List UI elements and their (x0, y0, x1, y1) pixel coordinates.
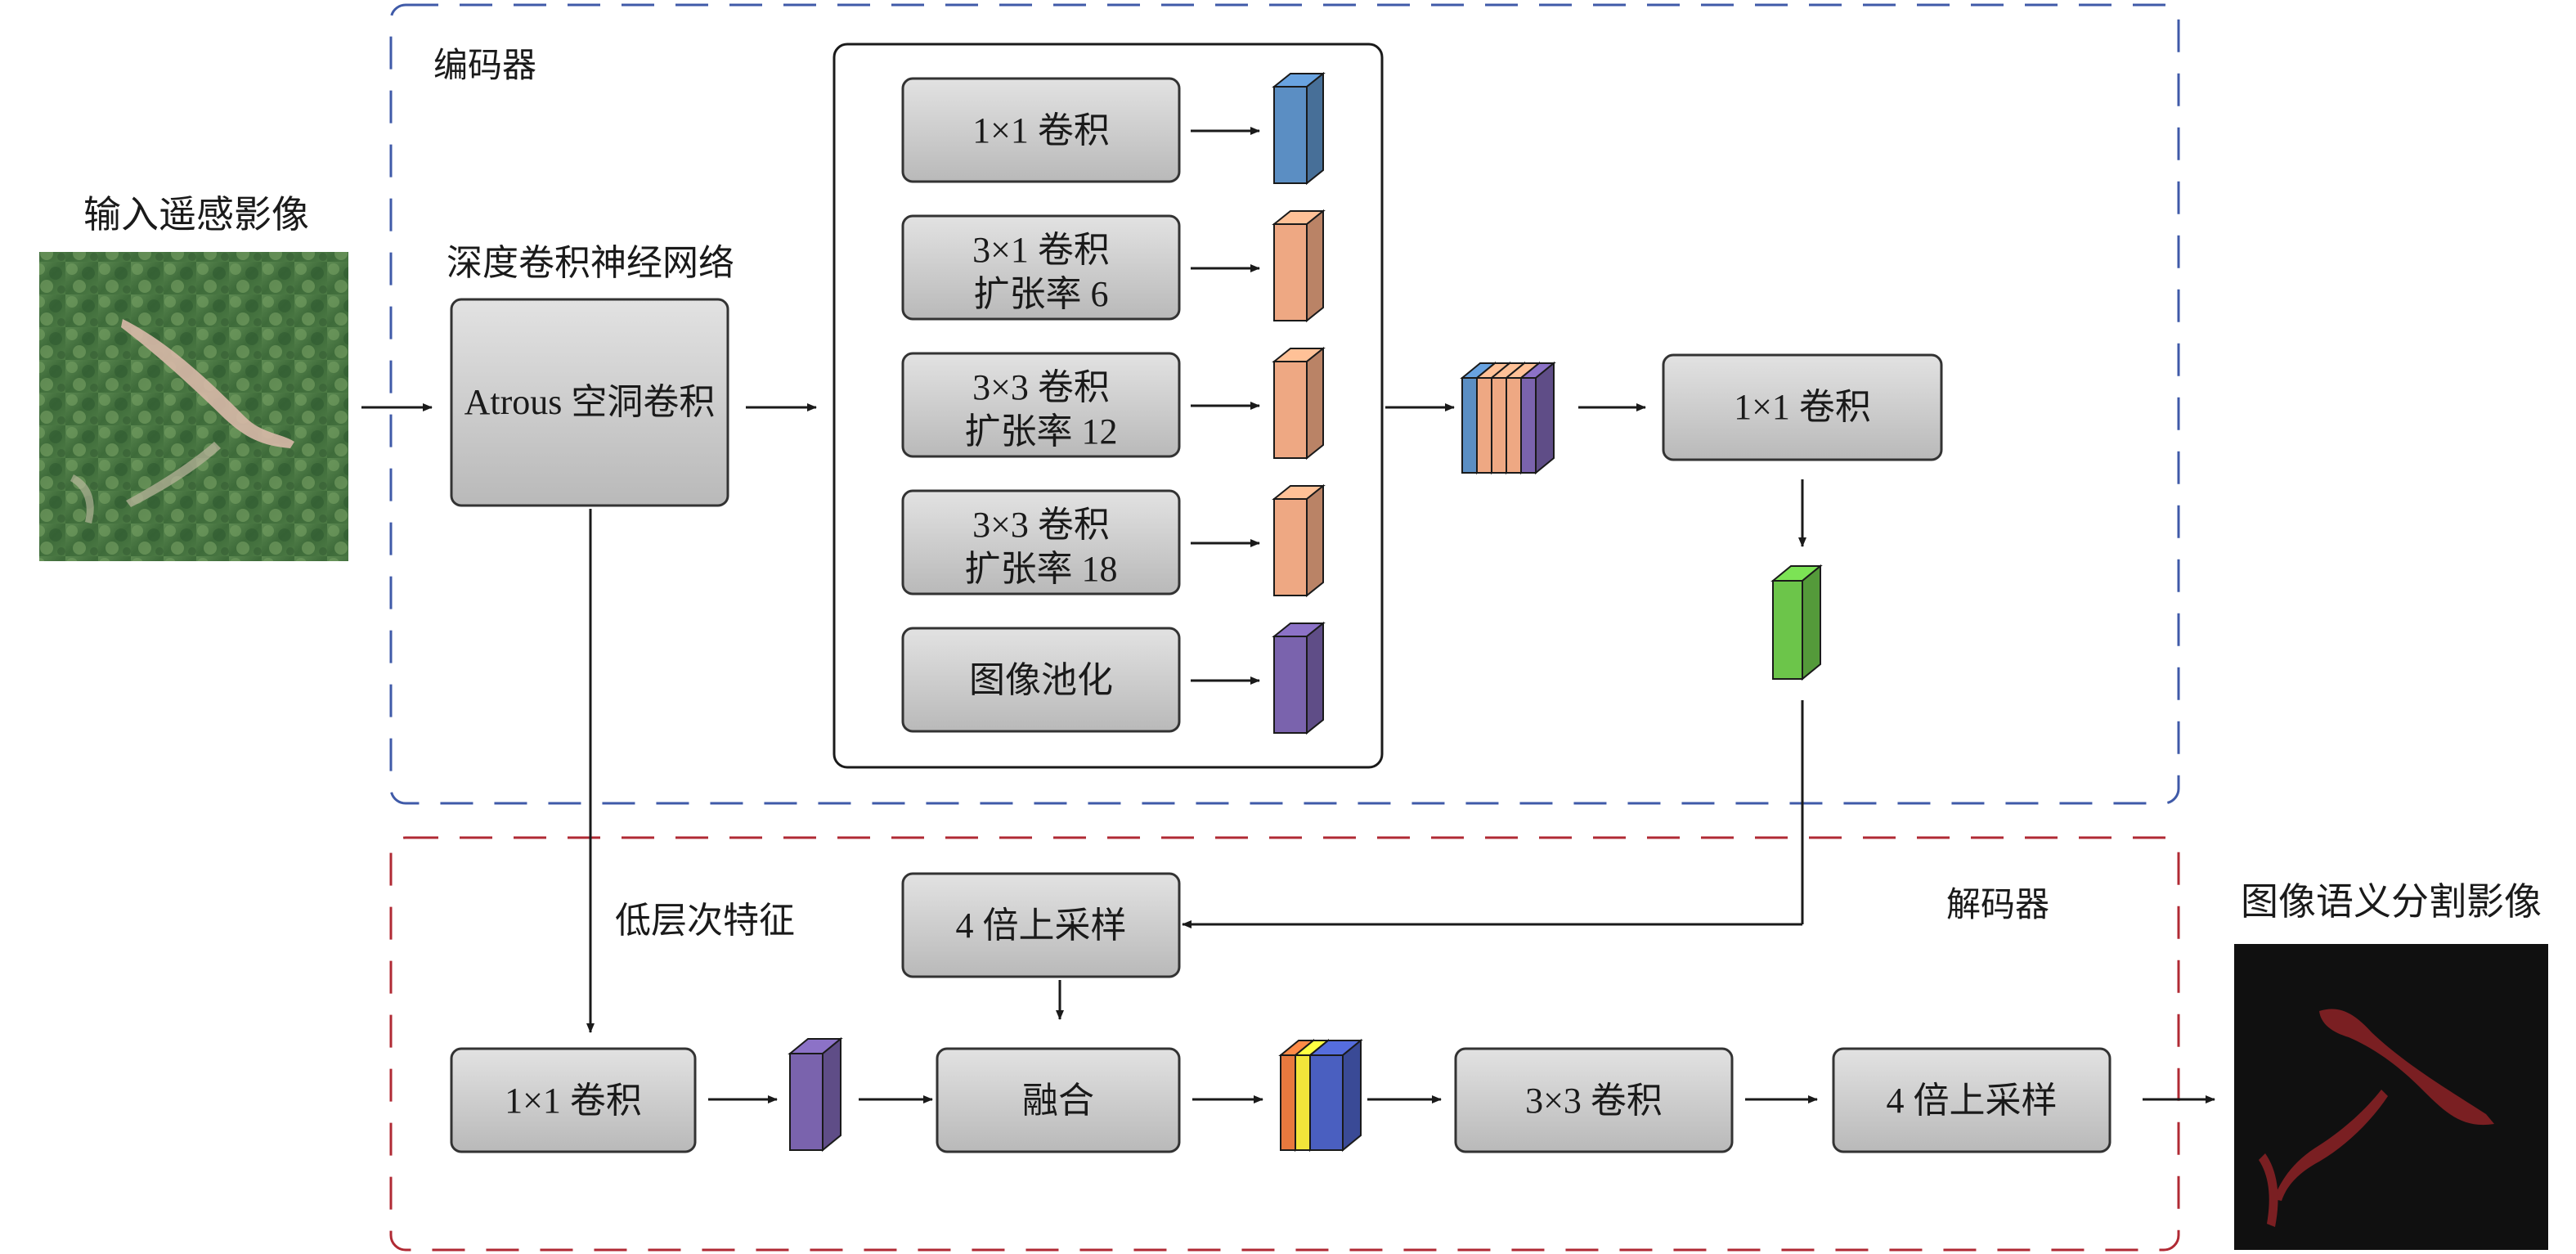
output-image-label: 图像语义分割影像 (2241, 881, 2542, 923)
atrous-conv-label: Atrous 空洞卷积 (464, 382, 716, 422)
decoder-conv1x1-box (450, 1047, 697, 1153)
input-remote-sensing-image (39, 252, 348, 561)
fuse-label: 融合 (1022, 1081, 1094, 1121)
fuse-box (936, 1047, 1181, 1153)
upsample-bottom-box (1832, 1047, 2112, 1153)
aspp-branch-label: 3×3 卷积 (972, 367, 1110, 407)
encoder-conv1x1-box (1662, 353, 1943, 461)
input-section: 输入遥感影像 (39, 194, 348, 561)
aspp-branch-box (901, 77, 1181, 183)
aspp-branch-feature-map (1272, 483, 1326, 598)
low-level-feature-label: 低层次特征 (615, 901, 795, 941)
decoder-concat-feature-stack (1278, 1038, 1363, 1153)
dcnn-label: 深度卷积神经网络 (447, 243, 734, 283)
aspp-branch-label: 3×3 卷积 (972, 505, 1110, 545)
aspp-branch-1: 1×1 卷积 (901, 71, 1326, 186)
upsample-top-box (901, 872, 1181, 978)
decoder-low-level-feature-map (788, 1036, 843, 1153)
aspp-branch-box (901, 214, 1181, 321)
purple-feature-slab (788, 1036, 843, 1153)
aspp-branch-label: 3×1 卷积 (972, 230, 1110, 270)
concat-slice-5 (1519, 361, 1556, 475)
aspp-branch-sublabel: 扩张率 6 (974, 274, 1109, 314)
encoder-output-feature-map (1770, 564, 1823, 681)
decoder-dashed-border (389, 836, 2180, 1252)
aspp-branch-feature-map (1272, 346, 1326, 461)
green-feature-slab (1770, 564, 1823, 681)
aspp-branch-sublabel: 扩张率 12 (965, 411, 1118, 452)
encoder-concat-feature-stack (1460, 361, 1556, 475)
aspp-branch-label: 图像池化 (969, 660, 1113, 700)
decoder-conv1x1-label: 1×1 卷积 (505, 1081, 642, 1121)
atrous-conv-box (450, 298, 729, 507)
aspp-branch-feature-map (1272, 621, 1326, 735)
decoder-concat-slice-3 (1308, 1038, 1363, 1153)
decoder-title: 解码器 (1946, 887, 2049, 924)
aspp-branch-box (901, 489, 1181, 596)
encoder-dashed-border (389, 3, 2180, 805)
aspp-branch-feature-map (1272, 209, 1326, 323)
aspp-branch-box (901, 627, 1181, 733)
encoder-title: 编码器 (433, 47, 536, 85)
upsample-bottom-label: 4 倍上采样 (1887, 1081, 2058, 1121)
decoder-group: 解码器 (389, 836, 2180, 1252)
aspp-branch-label: 1×1 卷积 (972, 110, 1110, 151)
aspp-branch-5: 图像池化 (901, 621, 1326, 735)
decoder-conv3x3-box (1454, 1047, 1734, 1153)
output-segmentation-image (2234, 944, 2548, 1250)
decoder-conv3x3-label: 3×3 卷积 (1525, 1081, 1663, 1121)
encoder-group: 编码器 (389, 3, 2180, 805)
aspp-branch-feature-map (1272, 71, 1326, 186)
input-image-label: 输入遥感影像 (83, 194, 309, 236)
upsample-top-label: 4 倍上采样 (956, 906, 1127, 946)
aspp-branch-sublabel: 扩张率 18 (965, 549, 1118, 589)
aspp-branch-box (901, 352, 1181, 458)
encoder-conv1x1-label: 1×1 卷积 (1734, 387, 1871, 427)
